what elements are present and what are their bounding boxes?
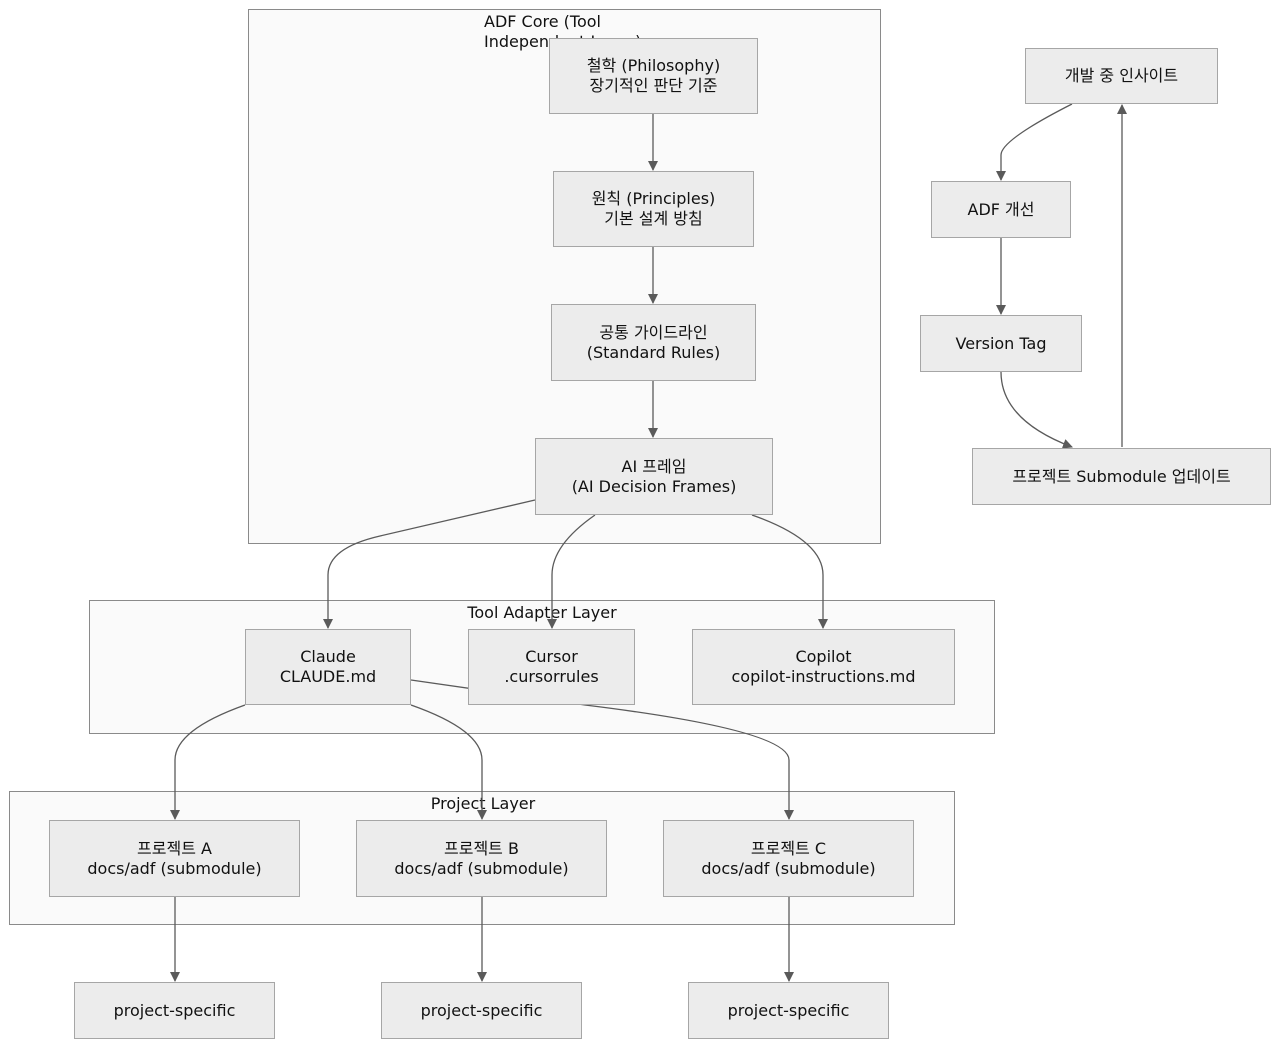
node-ai-frames[interactable]: AI 프레임 (AI Decision Frames) bbox=[535, 438, 773, 515]
edge-claude-projC bbox=[410, 679, 794, 820]
node-copilot[interactable]: Copilot copilot-instructions.md bbox=[692, 629, 955, 705]
node-project-b-line2: docs/adf (submodule) bbox=[394, 858, 569, 878]
node-project-c[interactable]: 프로젝트 C docs/adf (submodule) bbox=[663, 820, 914, 897]
node-project-a-line1: 프로젝트 A bbox=[137, 838, 212, 858]
node-dev-insight-label: 개발 중 인사이트 bbox=[1064, 66, 1179, 85]
node-project-c-line1: 프로젝트 C bbox=[750, 838, 827, 858]
edge-claude-projA bbox=[170, 704, 246, 820]
node-copilot-line1: Copilot bbox=[795, 647, 852, 666]
node-claude[interactable]: Claude CLAUDE.md bbox=[245, 629, 411, 705]
node-ai-frames-line2: (AI Decision Frames) bbox=[571, 476, 737, 496]
node-standard-rules-line2: (Standard Rules) bbox=[586, 342, 721, 362]
node-copilot-line2: copilot-instructions.md bbox=[731, 667, 916, 686]
node-claude-line1: Claude bbox=[300, 647, 356, 666]
node-submodule-update-label: 프로젝트 Submodule 업데이트 bbox=[1012, 466, 1231, 486]
node-standard-rules[interactable]: 공통 가이드라인 (Standard Rules) bbox=[551, 304, 756, 381]
edge-claude-projB bbox=[410, 704, 487, 820]
node-principles[interactable]: 원칙 (Principles) 기본 설계 방침 bbox=[553, 171, 754, 247]
node-project-specific-c[interactable]: project-specific bbox=[688, 982, 889, 1039]
node-adf-improve[interactable]: ADF 개선 bbox=[931, 181, 1071, 238]
edge-frames-cursor bbox=[547, 514, 596, 629]
node-project-b[interactable]: 프로젝트 B docs/adf (submodule) bbox=[356, 820, 607, 897]
node-version-tag[interactable]: Version Tag bbox=[920, 315, 1082, 372]
node-philosophy-line1: 철학 (Philosophy) bbox=[586, 56, 721, 75]
edge-frames-copilot bbox=[751, 514, 828, 629]
node-philosophy[interactable]: 철학 (Philosophy) 장기적인 판단 기준 bbox=[549, 38, 758, 114]
node-project-specific-c-label: project-specific bbox=[727, 1000, 850, 1020]
node-project-specific-b[interactable]: project-specific bbox=[381, 982, 582, 1039]
node-version-tag-label: Version Tag bbox=[955, 333, 1047, 353]
node-principles-line1: 원칙 (Principles) bbox=[591, 189, 716, 208]
node-project-b-line1: 프로젝트 B bbox=[444, 838, 519, 858]
node-principles-line2: 기본 설계 방침 bbox=[604, 209, 703, 228]
edge-frames-claude bbox=[323, 499, 536, 629]
cluster-title-tool-adapter: Tool Adapter Layer bbox=[467, 603, 617, 622]
node-standard-rules-line1: 공통 가이드라인 bbox=[599, 322, 708, 342]
node-project-a-line2: docs/adf (submodule) bbox=[87, 858, 262, 878]
node-dev-insight[interactable]: 개발 중 인사이트 bbox=[1025, 48, 1218, 104]
node-project-specific-a-label: project-specific bbox=[113, 1000, 236, 1020]
cluster-title-project: Project Layer bbox=[430, 794, 536, 813]
node-project-c-line2: docs/adf (submodule) bbox=[701, 858, 876, 878]
node-cursor-line2: .cursorrules bbox=[504, 667, 599, 686]
node-adf-improve-label: ADF 개선 bbox=[967, 199, 1035, 219]
node-submodule-update[interactable]: 프로젝트 Submodule 업데이트 bbox=[972, 448, 1271, 505]
edge-insight-improve bbox=[996, 103, 1073, 181]
node-ai-frames-line1: AI 프레임 bbox=[621, 456, 687, 476]
node-cursor[interactable]: Cursor .cursorrules bbox=[468, 629, 635, 705]
node-cursor-line1: Cursor bbox=[525, 647, 578, 666]
node-project-a[interactable]: 프로젝트 A docs/adf (submodule) bbox=[49, 820, 300, 897]
node-philosophy-line2: 장기적인 판단 기준 bbox=[589, 76, 718, 95]
node-project-specific-b-label: project-specific bbox=[420, 1000, 543, 1020]
node-claude-line2: CLAUDE.md bbox=[279, 667, 377, 686]
node-project-specific-a[interactable]: project-specific bbox=[74, 982, 275, 1039]
edge-tag-update bbox=[1000, 371, 1073, 449]
